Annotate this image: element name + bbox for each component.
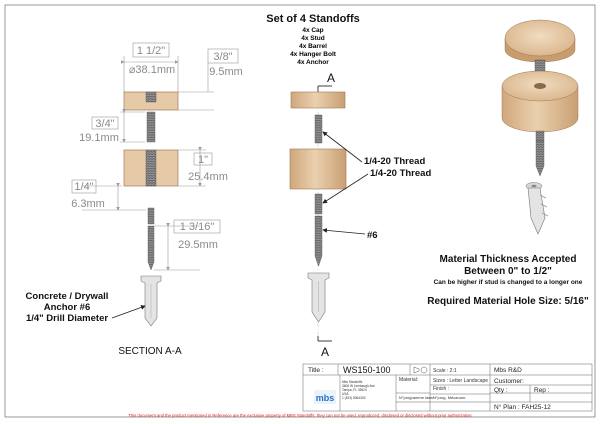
thread-label-2: 1/4-20 Thread <box>370 168 431 179</box>
parts-list-item-anchor: 4x Anchor <box>297 59 329 66</box>
cap-diameter-inch: 1 1/2" <box>137 45 165 57</box>
bolt-gap-inch: 1/4" <box>74 181 93 193</box>
parts-list-item-cap: 4x Cap <box>302 27 323 34</box>
sheet-border <box>4 4 596 418</box>
parts-list-item-stud: 4x Stud <box>301 35 325 42</box>
plan-number: N° Plan : FAH25-12 <box>494 403 551 411</box>
hanger-bolt-section <box>147 225 155 271</box>
parts-list-item-barrel: 4x Barrel <box>299 43 327 50</box>
anchor-label-line1: Concrete / Drywall <box>26 291 109 302</box>
sheet-size: Sizes : Letter Landscape <box>433 378 488 384</box>
screw-size-label: #6 <box>367 230 378 241</box>
anchor-label-line3: 1/4" Drill Diameter <box>26 313 108 324</box>
parts-list-title: Set of 4 Standoffs <box>266 13 360 25</box>
title-block <box>302 363 593 412</box>
material-label: Material: <box>399 377 418 383</box>
thickness-title-line2: Between 0" to 1/2" <box>464 266 552 277</box>
company-logo: mbs <box>314 390 336 404</box>
cap-thickness-mm: 9.5mm <box>209 66 243 78</box>
finish-label: Finish : <box>433 386 449 392</box>
program-mecanum-label: N°prog. Mécanum. <box>433 395 466 400</box>
projection-symbol <box>413 366 428 374</box>
quantity-field: Qty : <box>494 387 508 394</box>
cap-diameter-mm: ⌀38.1mm <box>129 64 175 76</box>
company-address-line3: Tampa, FL 33624 <box>342 388 367 392</box>
anchor-3d <box>525 182 549 235</box>
company-address-line1: Mbs Standoffs <box>342 380 363 384</box>
stud-section <box>146 111 156 143</box>
thickness-title-line1: Material Thickness Accepted <box>440 254 577 265</box>
svg-text:mbs: mbs <box>316 393 335 403</box>
barrel-side-view <box>289 148 347 190</box>
footer-disclaimer: This document and the product mentioned … <box>128 413 472 418</box>
part-number: WS150-100 <box>343 365 391 375</box>
parts-list-item-hanger-bolt: 4x Hanger Bolt <box>290 51 337 58</box>
hanger-bolt-side-view <box>314 215 323 267</box>
section-title: SECTION A-A <box>118 346 182 357</box>
stud-side-view <box>314 114 323 144</box>
parts-list: Set of 4 Standoffs 4x Cap 4x Stud 4x Bar… <box>266 13 360 66</box>
bolt-length-inch: 1 3/16" <box>180 221 215 233</box>
isometric-view <box>501 19 579 235</box>
section-mark-top: A <box>327 71 335 85</box>
company-address-line4: USA <box>342 392 349 396</box>
thickness-note: Can be higher if stud is changed to a lo… <box>434 279 583 286</box>
cap-thickness-inch: 3/8" <box>213 51 232 63</box>
cap-3d <box>504 19 576 57</box>
company-address-line2: 3606 W Linebaugh Ave <box>342 384 375 388</box>
thread-label-1: 1/4-20 Thread <box>364 156 425 167</box>
scale-value: Scale : 2:1 <box>433 368 457 374</box>
cap-side-view <box>290 91 346 109</box>
stud-length-mm: 19.1mm <box>79 132 119 144</box>
stud-length-inch: 3/4" <box>95 118 114 130</box>
bolt-length-mm: 29.5mm <box>178 239 218 251</box>
material-notes: Material Thickness Accepted Between 0" t… <box>427 254 589 307</box>
title-label: Title : <box>308 367 324 374</box>
exploded-view: A A 1/4-20 Thread 1/4-20 Thread #6 <box>289 71 431 359</box>
hole-size-note: Required Material Hole Size: 5/16" <box>427 296 589 307</box>
customer-field: Customer: <box>494 378 524 385</box>
section-mark-bottom: A <box>321 345 329 359</box>
rep-field: Rep : <box>534 387 550 394</box>
section-view: 1 1/2" ⌀38.1mm 3/8" 9.5mm 3/4" 19.1mm 1"… <box>26 42 243 357</box>
drawn-by: Mbs R&D <box>494 367 522 374</box>
anchor-label-line2: Anchor #6 <box>44 302 90 313</box>
hanger-bolt-3d <box>535 140 545 177</box>
barrel-height-inch: 1" <box>198 154 208 166</box>
bolt-gap-mm: 6.3mm <box>71 198 105 210</box>
barrel-height-mm: 25.4mm <box>188 171 228 183</box>
company-address-line5: 1 (813) 8364303 <box>342 396 366 400</box>
program-laser-label: N°programme laser : <box>399 395 436 400</box>
